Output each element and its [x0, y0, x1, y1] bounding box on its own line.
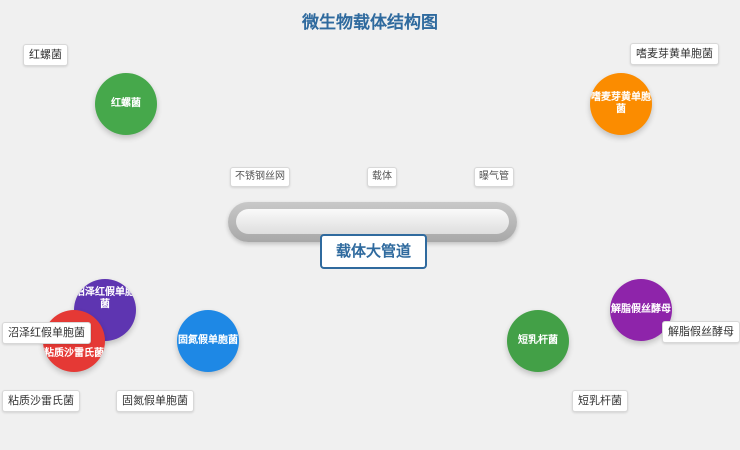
microbe-node-gudan[interactable]: 固氮假单胞菌 — [177, 310, 239, 372]
part-label-carrier: 载体 — [367, 167, 397, 187]
label-nianzhi: 粘质沙雷氏菌 — [2, 390, 80, 412]
microbe-node-shimaiya[interactable]: 嗜麦芽黄单胞菌 — [590, 73, 652, 135]
microbe-node-hongluojun[interactable]: 红螺菌 — [95, 73, 157, 135]
diagram-title: 微生物载体结构图 — [302, 13, 438, 33]
label-zhaoze: 沼泽红假单胞菌 — [2, 322, 91, 344]
label-gudan: 固氮假单胞菌 — [116, 390, 194, 412]
part-label-steel-mesh: 不锈钢丝网 — [230, 167, 290, 187]
main-pipe-label: 载体大管道 — [320, 234, 427, 269]
carrier-pipe-inner — [236, 209, 509, 234]
microbe-node-duanru[interactable]: 短乳杆菌 — [507, 310, 569, 372]
label-shimaiya: 嗜麦芽黄单胞菌 — [630, 43, 719, 65]
carrier-pipe — [228, 202, 517, 242]
label-hongluojun: 红螺菌 — [23, 44, 68, 66]
label-jiezhi: 解脂假丝酵母 — [662, 321, 740, 343]
part-label-aeration-pipe: 曝气管 — [474, 167, 514, 187]
microbe-node-jiezhi[interactable]: 解脂假丝酵母 — [610, 279, 672, 341]
label-duanru: 短乳杆菌 — [572, 390, 628, 412]
